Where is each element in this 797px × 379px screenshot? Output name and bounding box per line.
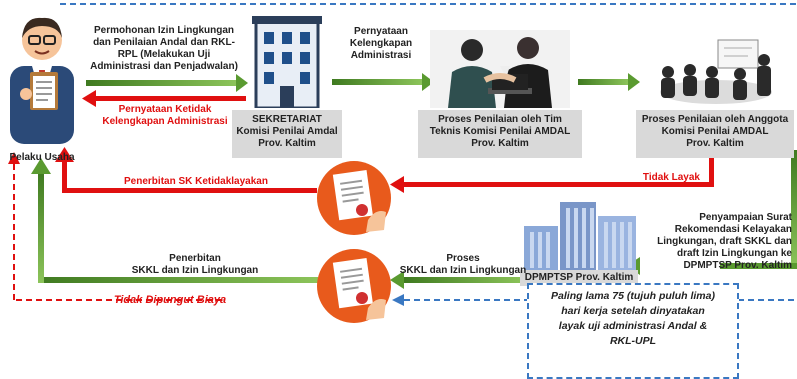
label-penyampaian: Penyampaian Surat Rekomendasi Kelayakan … (657, 212, 792, 271)
label-tidak-dipungut: Tidak Dipungut Biaya (113, 294, 227, 306)
arrow-sk-ketidaklayakan (55, 147, 317, 193)
arrow-doc2-to-pelaku (31, 158, 318, 283)
arrow-pelaku-to-sekretariat (86, 74, 248, 92)
label-penerbitan-sk: Penerbitan SK Ketidaklayakan (124, 176, 268, 187)
businessman-icon (10, 17, 74, 144)
label-tidak-layak: Tidak Layak (642, 172, 700, 183)
label-permohonan: Permohonan Izin Lingkungan dan Penilaian… (90, 25, 238, 72)
dashed-blue-note (392, 294, 797, 306)
dashed-tidak-dipungut (8, 152, 222, 301)
node-dpmptsp: DPMPTSP Prov. Kaltim (520, 270, 638, 286)
node-pelaku-usaha: Pelaku Usaha (9, 152, 75, 163)
arrow-dpmptsp-to-doc2 (390, 271, 524, 289)
arrow-tidak-layak (390, 152, 714, 193)
label-pernyataan-ketidak: Pernyataan Ketidak Kelengkapan Administr… (102, 104, 228, 127)
arrow-sekretariat-to-pelaku (82, 90, 246, 107)
meeting-room-icon (660, 39, 772, 104)
node-tim-teknis: Proses Penilaian oleh Tim Teknis Komisi … (418, 110, 582, 158)
government-building-icon (524, 202, 636, 272)
building-icon (252, 16, 322, 108)
arrow-tim-to-anggota (578, 73, 640, 91)
meeting-photo-tim-teknis (430, 30, 570, 108)
label-penerbitan-skkl: Penerbitan SKKL dan Izin Lingkungan (131, 253, 259, 276)
label-pernyataan-kelengkapan: Pernyataan Kelengkapan Administrasi (349, 26, 413, 61)
document-icon (317, 161, 391, 235)
node-sekretariat: SEKRETARIAT Komisi Penilai Amdal Prov. K… (232, 110, 342, 158)
document-icon (317, 249, 391, 323)
node-anggota-komisi: Proses Penilaian oleh Anggota Komisi Pen… (636, 110, 794, 158)
label-proses-skkl: Proses SKKL dan Izin Lingkungan (399, 253, 527, 276)
arrow-sekretariat-to-tim (332, 73, 434, 91)
note-paling-lama: Paling lama 75 (tujuh puluh lima) hari k… (527, 283, 739, 379)
